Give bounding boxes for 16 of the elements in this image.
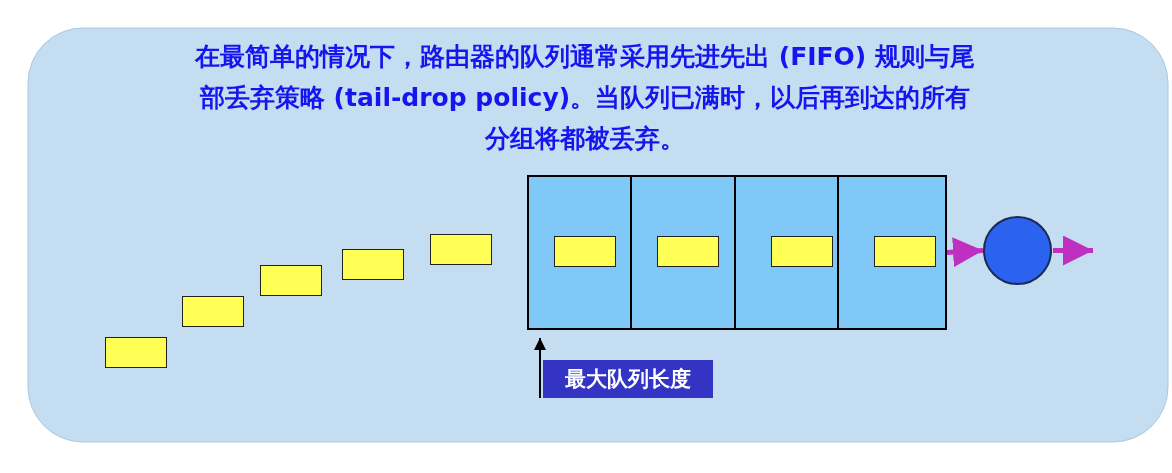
packet <box>657 236 719 267</box>
packet <box>554 236 616 267</box>
arrow <box>946 237 984 268</box>
queue-buffer <box>527 175 947 330</box>
queue-length-label: 最大队列长度 <box>564 366 692 393</box>
packet <box>342 249 404 280</box>
packet <box>260 265 322 296</box>
packet <box>105 337 167 368</box>
packet <box>430 234 492 265</box>
packet <box>874 236 936 267</box>
arrow <box>1053 235 1093 266</box>
label-box <box>543 360 713 398</box>
packet <box>182 296 244 327</box>
title: 在最简单的情况下，路由器的队列通常采用先进先出 (FIFO) 规则与尾部丢弃策略 (tail-drop policy)。当队列已满时，以后再到达的所有分组将都被丢弃。 <box>193 41 976 155</box>
arrow <box>534 337 546 399</box>
packet <box>771 236 833 267</box>
